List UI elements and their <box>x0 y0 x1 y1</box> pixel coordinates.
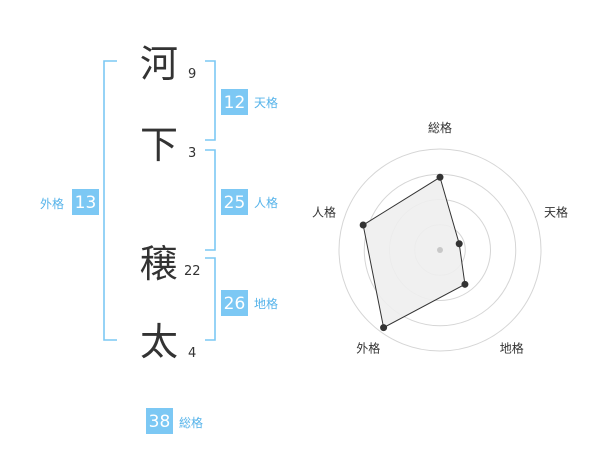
radar-ring <box>338 148 542 352</box>
radar-point-1 <box>436 173 444 181</box>
jinkaku-label: 人格 <box>254 195 278 210</box>
radar-point-2 <box>455 240 463 248</box>
tenkaku-label: 天格 <box>254 95 278 110</box>
tenkaku-value: 12 <box>224 93 246 113</box>
stroke-count-4: 4 <box>188 346 196 361</box>
chikaku-value: 26 <box>224 294 246 314</box>
jinkaku-badge <box>221 189 248 215</box>
stroke-count-2: 3 <box>188 146 196 161</box>
radar-points <box>359 173 469 332</box>
chikaku-bracket <box>205 257 216 341</box>
name-char-2: 下 <box>140 123 178 167</box>
soukaku-value: 38 <box>149 412 171 432</box>
radar-series-area <box>362 176 466 329</box>
radar-point-3 <box>461 280 469 288</box>
gaikaku-bracket <box>103 60 117 341</box>
stroke-count-1: 9 <box>188 67 196 82</box>
radar-point-4 <box>380 324 388 332</box>
radar-axis-label-2: 天格 <box>544 204 568 219</box>
stroke-count-3: 22 <box>184 264 201 279</box>
jinkaku-bracket <box>205 149 216 251</box>
name-char-4: 太 <box>140 320 178 364</box>
soukaku-badge <box>146 408 173 434</box>
radar-axis-label-1: 総格 <box>428 120 452 135</box>
radar-axis-label-5: 人格 <box>312 204 336 219</box>
radar-axis-label-4: 外格 <box>356 341 380 356</box>
radar-axis-label-3: 地格 <box>500 341 524 356</box>
gaikaku-label: 外格 <box>40 196 64 211</box>
radar-center-dot <box>437 247 443 253</box>
jinkaku-value: 25 <box>224 193 246 213</box>
soukaku-label: 総格 <box>179 415 203 430</box>
radar-point-5 <box>359 221 367 229</box>
tenkaku-bracket <box>205 60 216 141</box>
chikaku-badge <box>221 290 248 316</box>
gaikaku-badge <box>72 189 99 215</box>
name-char-1: 河 <box>140 42 178 86</box>
chikaku-label: 地格 <box>254 296 278 311</box>
gaikaku-value: 13 <box>75 193 97 213</box>
tenkaku-badge <box>221 89 248 115</box>
name-char-3: 穣 <box>140 242 178 286</box>
